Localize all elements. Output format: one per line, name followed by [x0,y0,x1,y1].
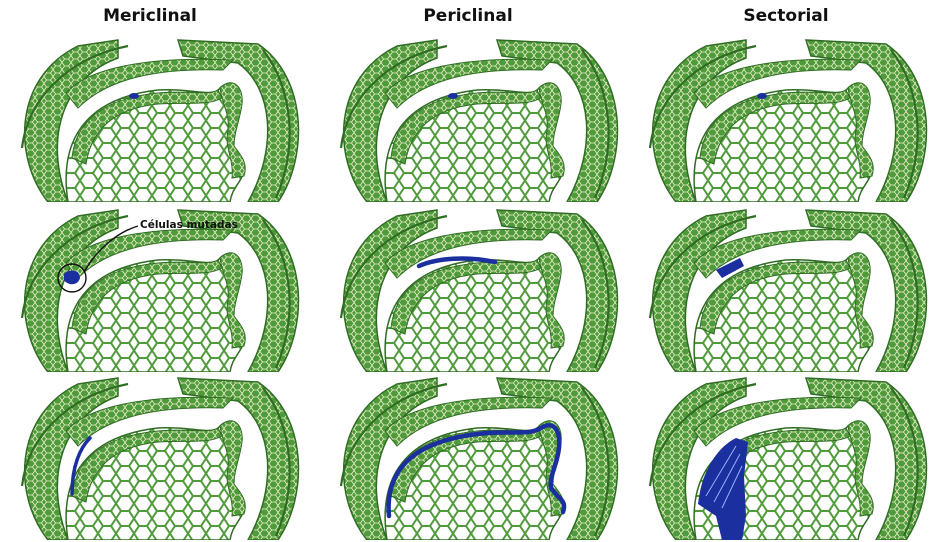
column-title-mericlinal: Mericlinal [0,6,300,26]
meristem-drawing: Células mutadas [8,208,308,372]
mutated-cells [757,93,767,99]
meristem-drawing [636,208,936,372]
meristem-panel-periclinal-stage-2 [327,208,627,372]
column-title-sectorial: Sectorial [636,6,936,26]
meristem-panel-sectorial-stage-1 [636,38,936,202]
mutated-cell [129,93,139,99]
meristem-drawing [8,376,308,540]
mutated-cell [757,93,767,99]
mutated-cells [448,93,458,99]
meristem-drawing [8,38,308,202]
meristem-drawing [327,208,627,372]
meristem-panel-mericlinal-stage-1 [8,38,308,202]
meristem-drawing [636,376,936,540]
callout-label: Células mutadas [140,219,238,231]
meristem-drawing [327,376,627,540]
meristem-panel-sectorial-stage-2 [636,208,936,372]
mutated-cell-patch [64,271,80,285]
mutated-cells [129,93,139,99]
meristem-panel-sectorial-stage-3 [636,376,936,540]
meristem-panel-mericlinal-stage-2: Células mutadas [8,208,308,372]
meristem-panel-mericlinal-stage-3 [8,376,308,540]
meristem-panel-periclinal-stage-1 [327,38,627,202]
column-title-periclinal: Periclinal [318,6,618,26]
meristem-drawing [327,38,627,202]
diagram-grid: Células mutadas [0,38,937,542]
meristem-panel-periclinal-stage-3 [327,376,627,540]
mutated-cell [448,93,458,99]
meristem-drawing [636,38,936,202]
